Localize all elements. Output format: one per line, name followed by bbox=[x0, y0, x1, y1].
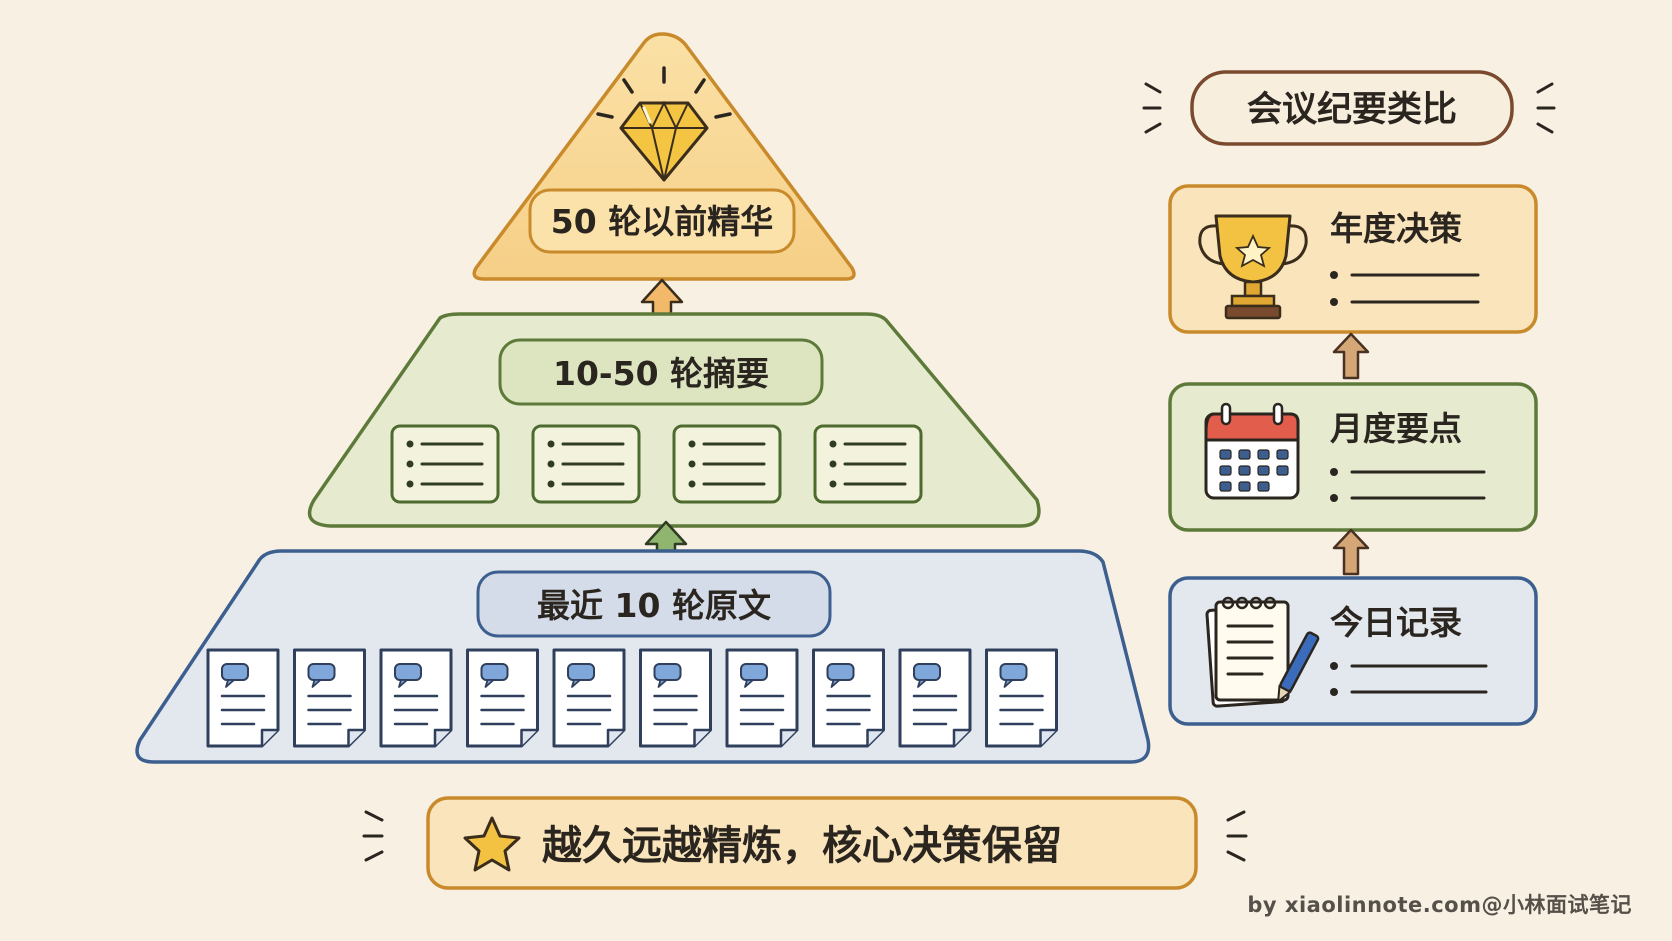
chat-bubble-icon bbox=[394, 663, 422, 688]
summary-card bbox=[672, 424, 782, 504]
bullet-lines bbox=[1330, 468, 1486, 502]
transcript-doc-group bbox=[206, 648, 1058, 748]
summary-card bbox=[813, 424, 923, 504]
notepad-icon bbox=[1205, 596, 1320, 708]
chat-bubble-icon bbox=[567, 663, 595, 688]
footer-banner: 越久远越精炼，核心决策保留 bbox=[362, 796, 1248, 890]
trophy-icon bbox=[1198, 214, 1308, 320]
sparkle-lines bbox=[596, 66, 732, 119]
arrow-up-icon bbox=[1332, 332, 1370, 380]
pyramid-top-tier: 50 轮以前精华 bbox=[472, 32, 856, 281]
bullet-lines bbox=[1330, 271, 1480, 306]
pyramid-middle-tier: 10-50 轮摘要 bbox=[307, 312, 1041, 528]
transcript-doc bbox=[639, 648, 712, 748]
analogy-title-box bbox=[1190, 70, 1514, 146]
analogy-panel: 会议纪要类比 年度决策 bbox=[1142, 70, 1556, 726]
credit-text: by xiaolinnote.com@小林面试笔记 bbox=[1247, 893, 1632, 917]
top-tier-label: 50 轮以前精华 bbox=[551, 202, 773, 241]
calendar-icon bbox=[1204, 402, 1300, 500]
chat-bubble-icon bbox=[221, 663, 249, 688]
analogy-card-monthly: 月度要点 bbox=[1168, 382, 1538, 532]
pyramid-bottom-tier: 最近 10 轮原文 bbox=[135, 549, 1151, 764]
transcript-doc bbox=[985, 648, 1058, 748]
transcript-doc bbox=[293, 648, 366, 748]
star-icon bbox=[463, 816, 521, 872]
transcript-doc bbox=[552, 648, 626, 748]
analogy-card-daily: 今日记录 bbox=[1168, 576, 1538, 726]
bullet-lines bbox=[1330, 662, 1488, 696]
diamond-icon bbox=[619, 100, 709, 182]
chat-bubble-icon bbox=[740, 663, 768, 688]
transcript-doc bbox=[379, 648, 453, 748]
analogy-title: 会议纪要类比 bbox=[1247, 90, 1457, 130]
top-tier-label-box bbox=[528, 188, 796, 254]
transcript-doc bbox=[898, 648, 972, 748]
chat-bubble-icon bbox=[826, 663, 855, 688]
summary-card bbox=[531, 424, 641, 504]
transcript-doc bbox=[206, 648, 280, 748]
transcript-doc bbox=[466, 648, 539, 748]
chat-bubble-icon bbox=[307, 663, 336, 688]
footer-message: 越久远越精炼，核心决策保留 bbox=[542, 823, 1062, 869]
arrow-up-icon bbox=[1332, 528, 1370, 576]
bottom-tier-label: 最近 10 轮原文 bbox=[537, 586, 771, 625]
analogy-card-label: 年度决策 bbox=[1330, 209, 1462, 248]
analogy-card-label: 月度要点 bbox=[1330, 409, 1462, 448]
chat-bubble-icon bbox=[653, 663, 682, 688]
chat-bubble-icon bbox=[480, 663, 509, 688]
bottom-tier-label-box bbox=[476, 570, 832, 638]
summary-card bbox=[390, 424, 500, 504]
analogy-card-annual: 年度决策 bbox=[1168, 184, 1538, 334]
chat-bubble-icon bbox=[913, 663, 941, 688]
chat-bubble-icon bbox=[999, 663, 1028, 688]
title-emphasis-marks bbox=[1142, 82, 1556, 134]
middle-tier-label: 10-50 轮摘要 bbox=[553, 354, 769, 393]
analogy-card-label: 今日记录 bbox=[1330, 603, 1462, 642]
banner-emphasis-marks bbox=[362, 810, 1248, 862]
transcript-doc bbox=[725, 648, 799, 748]
middle-tier-label-box bbox=[498, 338, 824, 406]
summary-card-group bbox=[390, 424, 923, 504]
transcript-doc bbox=[812, 648, 885, 748]
